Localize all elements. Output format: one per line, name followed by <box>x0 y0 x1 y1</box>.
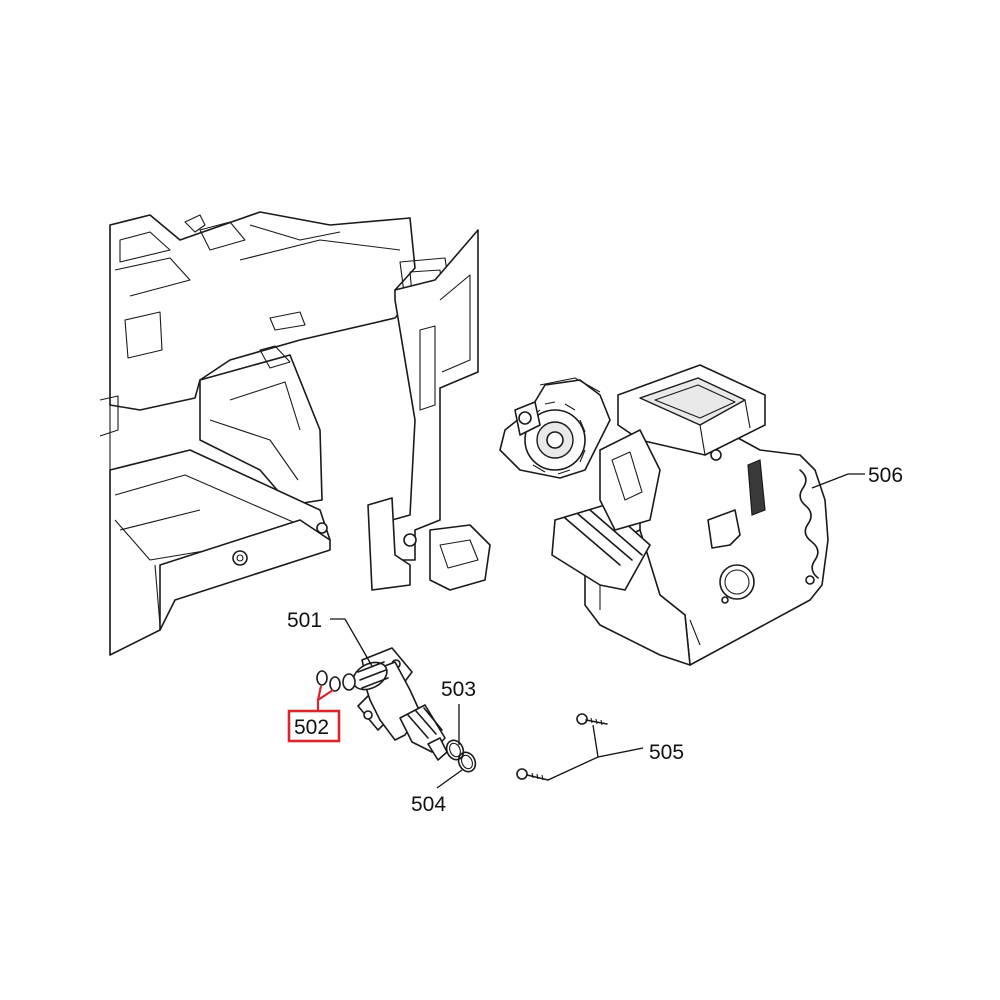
leader-lines <box>316 473 865 789</box>
label-503: 503 <box>441 678 476 701</box>
label-505: 505 <box>649 741 684 764</box>
part-503-washer <box>445 739 465 761</box>
part-504-washer <box>457 751 477 773</box>
machine-frame-housing <box>99 211 491 656</box>
label-504: 504 <box>411 793 446 816</box>
part-505-screws <box>516 713 608 781</box>
label-506: 506 <box>868 464 903 487</box>
part-506-brew-unit <box>499 364 829 666</box>
part-502-orings <box>316 670 341 692</box>
highlight-box-502 <box>287 709 341 743</box>
label-502: 502 <box>294 716 329 739</box>
part-501-valve <box>342 647 448 761</box>
label-501: 501 <box>287 609 322 632</box>
part-labels: 501 503 504 505 506 502 <box>287 464 903 816</box>
